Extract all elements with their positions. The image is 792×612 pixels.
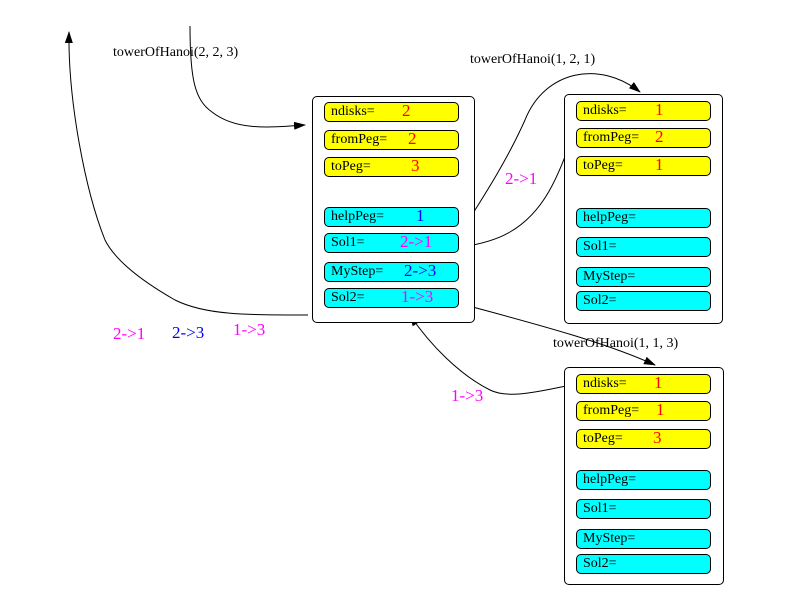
field-label: helpPeg= <box>583 210 636 225</box>
field-label: Sol2= <box>583 556 617 571</box>
field-sol2: Sol2= <box>576 554 711 574</box>
field-label: Sol1= <box>331 235 365 250</box>
field-sol1: Sol1= <box>576 237 711 257</box>
field-value: 3 <box>653 428 662 447</box>
result-step: 2->1 <box>113 324 146 343</box>
result-step: 2->3 <box>172 323 205 342</box>
field-label: helpPeg= <box>583 472 636 487</box>
field-value: 1 <box>654 373 663 392</box>
field-mystep: MyStep= <box>576 529 711 549</box>
field-value: 2->3 <box>404 261 437 280</box>
call-arrow-bottom <box>457 302 656 366</box>
field-label: ndisks= <box>331 104 375 119</box>
field-label: toPeg= <box>331 159 371 174</box>
field-label: toPeg= <box>583 431 623 446</box>
field-ndisks: ndisks= 2 <box>324 102 459 122</box>
initial-call-arrow <box>189 25 306 130</box>
field-value: 1->3 <box>401 287 434 306</box>
field-sol2: Sol2= <box>576 291 711 311</box>
field-topeg: toPeg= 3 <box>576 429 711 449</box>
field-helppeg: helpPeg= <box>576 208 711 228</box>
frame-main: ndisks= 2 fromPeg= 2 toPeg= 3 helpPeg= 1… <box>312 96 475 323</box>
field-label: Sol2= <box>583 293 617 308</box>
field-helppeg: helpPeg= 1 <box>324 207 459 227</box>
return-arrow-bottom <box>409 314 577 395</box>
call-label-top: towerOfHanoi(1, 2, 1) <box>470 52 596 67</box>
return-label-bottom: 1->3 <box>451 386 484 405</box>
field-value: 1 <box>655 155 664 174</box>
result-arrow <box>64 31 309 316</box>
field-value: 1 <box>416 206 425 225</box>
return-label-top: 2->1 <box>505 169 538 188</box>
field-label: fromPeg= <box>583 130 640 145</box>
frame-top: ndisks= 1 fromPeg= 2 toPeg= 1 helpPeg= S… <box>564 94 723 324</box>
field-mystep: MyStep= 2->3 <box>324 262 459 282</box>
field-value: 2->1 <box>400 232 433 251</box>
field-sol2: Sol2= 1->3 <box>324 288 459 308</box>
field-label: helpPeg= <box>331 209 384 224</box>
field-frompeg: fromPeg= 2 <box>324 130 459 150</box>
field-value: 2 <box>655 127 664 146</box>
field-label: MyStep= <box>583 269 636 284</box>
field-label: Sol1= <box>583 239 617 254</box>
field-sol1: Sol1= 2->1 <box>324 233 459 253</box>
frame-bottom: ndisks= 1 fromPeg= 1 toPeg= 3 helpPeg= S… <box>564 367 724 585</box>
field-topeg: toPeg= 1 <box>576 156 711 176</box>
result-step: 1->3 <box>233 320 266 339</box>
field-value: 1 <box>656 400 665 419</box>
field-label: toPeg= <box>583 158 623 173</box>
call-label-bottom: towerOfHanoi(1, 1, 3) <box>553 336 679 351</box>
field-label: Sol1= <box>583 501 617 516</box>
field-value: 3 <box>411 156 420 175</box>
field-value: 2 <box>402 101 411 120</box>
field-frompeg: fromPeg= 2 <box>576 128 711 148</box>
field-value: 2 <box>408 129 417 148</box>
field-value: 1 <box>655 100 664 119</box>
field-label: MyStep= <box>331 264 384 279</box>
field-topeg: toPeg= 3 <box>324 157 459 177</box>
field-frompeg: fromPeg= 1 <box>576 401 711 421</box>
field-ndisks: ndisks= 1 <box>576 374 711 394</box>
field-label: MyStep= <box>583 531 636 546</box>
call-arrow-top <box>457 73 641 238</box>
field-label: ndisks= <box>583 103 627 118</box>
field-label: fromPeg= <box>331 132 388 147</box>
field-label: Sol2= <box>331 290 365 305</box>
field-helppeg: helpPeg= <box>576 470 711 490</box>
field-label: fromPeg= <box>583 403 640 418</box>
field-sol1: Sol1= <box>576 499 711 519</box>
field-ndisks: ndisks= 1 <box>576 101 711 121</box>
field-label: ndisks= <box>583 376 627 391</box>
call-label-main: towerOfHanoi(2, 2, 3) <box>113 45 239 60</box>
field-mystep: MyStep= <box>576 267 711 287</box>
